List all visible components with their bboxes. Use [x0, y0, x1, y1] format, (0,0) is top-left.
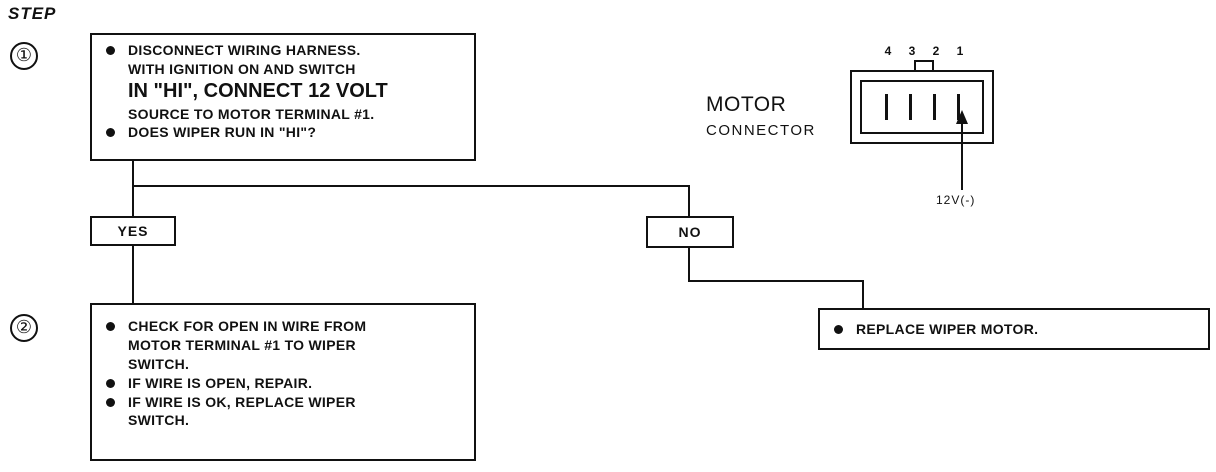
- step1-instruction-box: DISCONNECT WIRING HARNESS. WITH IGNITION…: [90, 33, 476, 161]
- connector-pin-2: [932, 94, 936, 120]
- flow-line-box1-down: [132, 160, 134, 218]
- flow-line-no-right: [688, 280, 864, 282]
- connector-cavity: [860, 80, 984, 134]
- connector-pin-1: [956, 94, 960, 120]
- replace-motor-text: REPLACE WIPER MOTOR.: [856, 321, 1039, 337]
- step2-line-3: SWITCH.: [128, 355, 190, 372]
- step1-line-1: DISCONNECT WIRING HARNESS.: [128, 42, 361, 58]
- probe-voltage-label: 12V(-): [936, 193, 976, 207]
- step2-line-2: MOTOR TERMINAL #1 TO WIPER: [128, 336, 356, 353]
- motor-connector: [850, 70, 994, 144]
- step2-line-5: IF WIRE IS OK, REPLACE WIPER: [128, 393, 356, 410]
- step1-item-disconnect: DISCONNECT WIRING HARNESS. WITH IGNITION…: [102, 41, 466, 123]
- step2-line-6: SWITCH.: [128, 412, 190, 429]
- step2-line-4: IF WIRE IS OPEN, REPAIR.: [128, 374, 313, 391]
- connector-pin-numbers: 4 3 2 1: [876, 42, 972, 60]
- flow-line-to-no: [688, 185, 690, 218]
- step2-line-1: CHECK FOR OPEN IN WIRE FROM: [128, 318, 367, 334]
- step1-line-4: SOURCE TO MOTOR TERMINAL #1.: [128, 105, 375, 122]
- step2-item-ok: IF WIRE IS OK, REPLACE WIPER SWITCH.: [102, 393, 466, 431]
- connector-key-tab: [914, 60, 934, 72]
- step1-line-3: IN "HI", CONNECT 12 VOLT: [128, 80, 388, 103]
- motor-label: MOTOR: [706, 93, 787, 116]
- replace-motor-item: REPLACE WIPER MOTOR.: [830, 320, 1200, 339]
- step2-item-check: CHECK FOR OPEN IN WIRE FROM MOTOR TERMIN…: [102, 317, 466, 374]
- replace-motor-box: REPLACE WIPER MOTOR.: [818, 308, 1210, 350]
- pin-number-3: 3: [908, 44, 916, 58]
- flow-line-horizontal-split: [132, 185, 690, 187]
- pin-number-4: 4: [884, 44, 892, 58]
- flow-line-to-box3: [862, 280, 864, 310]
- step-number-1: ①: [10, 42, 38, 70]
- step-number-2: ②: [10, 314, 38, 342]
- yes-branch-label: YES: [90, 216, 176, 246]
- flow-line-no-down: [688, 248, 690, 282]
- connector-pin-3: [908, 94, 912, 120]
- pin-number-2: 2: [932, 44, 940, 58]
- step-header: STEP: [8, 4, 57, 23]
- no-branch-label: NO: [646, 216, 734, 248]
- step1-item-question: DOES WIPER RUN IN "HI"?: [102, 123, 466, 142]
- pin-number-1: 1: [956, 44, 964, 58]
- step1-question-line: DOES WIPER RUN IN "HI"?: [128, 124, 317, 141]
- connector-pin-4: [884, 94, 888, 120]
- step2-instruction-box: CHECK FOR OPEN IN WIRE FROM MOTOR TERMIN…: [90, 303, 476, 461]
- probe-arrow-icon: [956, 110, 968, 190]
- step1-line-2: WITH IGNITION ON AND SWITCH: [128, 60, 356, 77]
- step2-item-open: IF WIRE IS OPEN, REPAIR.: [102, 374, 466, 393]
- connector-label: CONNECTOR: [706, 122, 816, 139]
- flow-line-yes-down: [132, 246, 134, 304]
